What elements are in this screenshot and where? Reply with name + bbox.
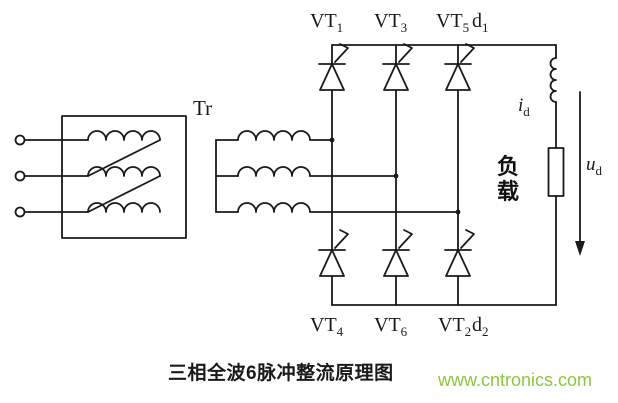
delta-link-2 <box>87 175 161 213</box>
label-vt1-sub: 1 <box>336 20 344 35</box>
label-vt2: VT2 <box>438 314 472 339</box>
secondary-winding-1 <box>237 130 311 141</box>
thyristor-vt1 <box>318 43 349 91</box>
output-branch <box>547 44 565 306</box>
label-vt4: VT4 <box>310 314 344 339</box>
thyristor-vt4 <box>318 229 349 277</box>
label-load: 负载 <box>497 154 520 205</box>
secondary-winding-3 <box>237 202 311 213</box>
label-vt1: VT1 <box>310 10 344 35</box>
label-vt6: VT6 <box>374 314 408 339</box>
label-vt5-sub: 5 <box>462 20 470 35</box>
terminal-phase-b <box>14 170 26 182</box>
transformer-primary <box>61 115 187 239</box>
watermark: www.cntronics.com <box>438 370 593 390</box>
thyristor-vt2 <box>444 229 475 277</box>
label-d1: d1 <box>472 10 489 35</box>
thyristor-vt3 <box>382 43 413 91</box>
smoothing-inductor <box>549 57 557 103</box>
label-vt3-sub: 3 <box>400 20 408 35</box>
terminal-phase-a <box>14 134 26 146</box>
label-vt6-sub: 6 <box>400 324 408 339</box>
thyristor-vt5 <box>444 43 475 91</box>
label-d2: d2 <box>472 314 489 339</box>
label-transformer-tr: Tr <box>193 96 212 121</box>
rectifier-bridge <box>318 43 557 306</box>
label-ud-sub: d <box>595 162 603 178</box>
output-voltage-arrow <box>575 91 585 256</box>
load-resistor <box>547 147 565 197</box>
label-vt4-sub: 4 <box>336 324 344 339</box>
input-terminals <box>14 134 89 218</box>
primary-winding-1 <box>87 130 161 141</box>
secondary-winding-2 <box>237 166 311 177</box>
label-d1-sub: 1 <box>482 20 489 35</box>
delta-link-1 <box>87 139 161 177</box>
label-vt5: VT5 <box>436 10 470 35</box>
label-transformer-tr-text: Tr <box>193 96 213 120</box>
label-id-sub: d <box>523 103 530 119</box>
label-vt3: VT3 <box>374 10 408 35</box>
terminal-phase-c <box>14 206 26 218</box>
transformer-secondary <box>215 130 459 213</box>
label-id-current: id <box>518 95 530 119</box>
diagram-caption: 三相全波6脉冲整流原理图 <box>168 363 394 384</box>
thyristor-vt6 <box>382 229 413 277</box>
label-ud-voltage: ud <box>586 154 603 178</box>
label-d2-sub: 2 <box>482 324 489 339</box>
transformer-box <box>61 115 187 239</box>
label-vt2-sub: 2 <box>464 324 472 339</box>
